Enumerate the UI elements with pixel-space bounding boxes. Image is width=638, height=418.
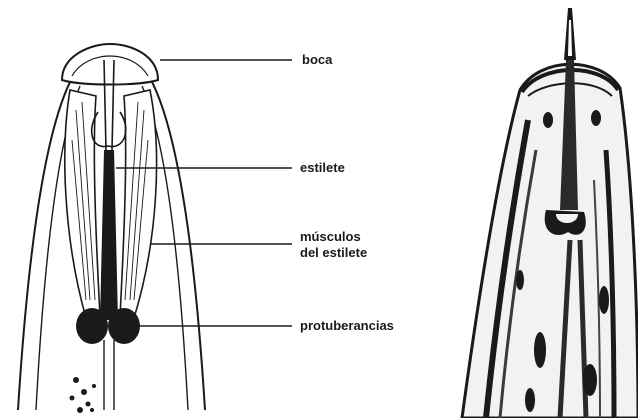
label-stylet: estilete xyxy=(300,160,345,176)
label-knobs: protuberancias xyxy=(300,318,394,334)
lip-cap xyxy=(62,44,158,85)
body-outline-left xyxy=(18,78,72,410)
stylet-shaft xyxy=(100,150,118,320)
label-stylet-muscles-line2: del estilete xyxy=(300,245,410,261)
label-mouth: boca xyxy=(302,52,332,68)
photomicrograph xyxy=(462,8,638,418)
stylet-knob-left xyxy=(76,308,108,344)
gland-cells xyxy=(70,377,97,413)
label-stylet-muscles-line1: músculos xyxy=(300,229,410,245)
oesophagus xyxy=(104,340,114,410)
stylet-knob-right xyxy=(108,308,140,344)
stylet-muscle-left xyxy=(65,90,100,318)
label-stylet-muscles: músculos del estilete xyxy=(300,229,410,261)
schematic-drawing xyxy=(18,44,292,413)
stylet-head-loop xyxy=(92,112,126,147)
